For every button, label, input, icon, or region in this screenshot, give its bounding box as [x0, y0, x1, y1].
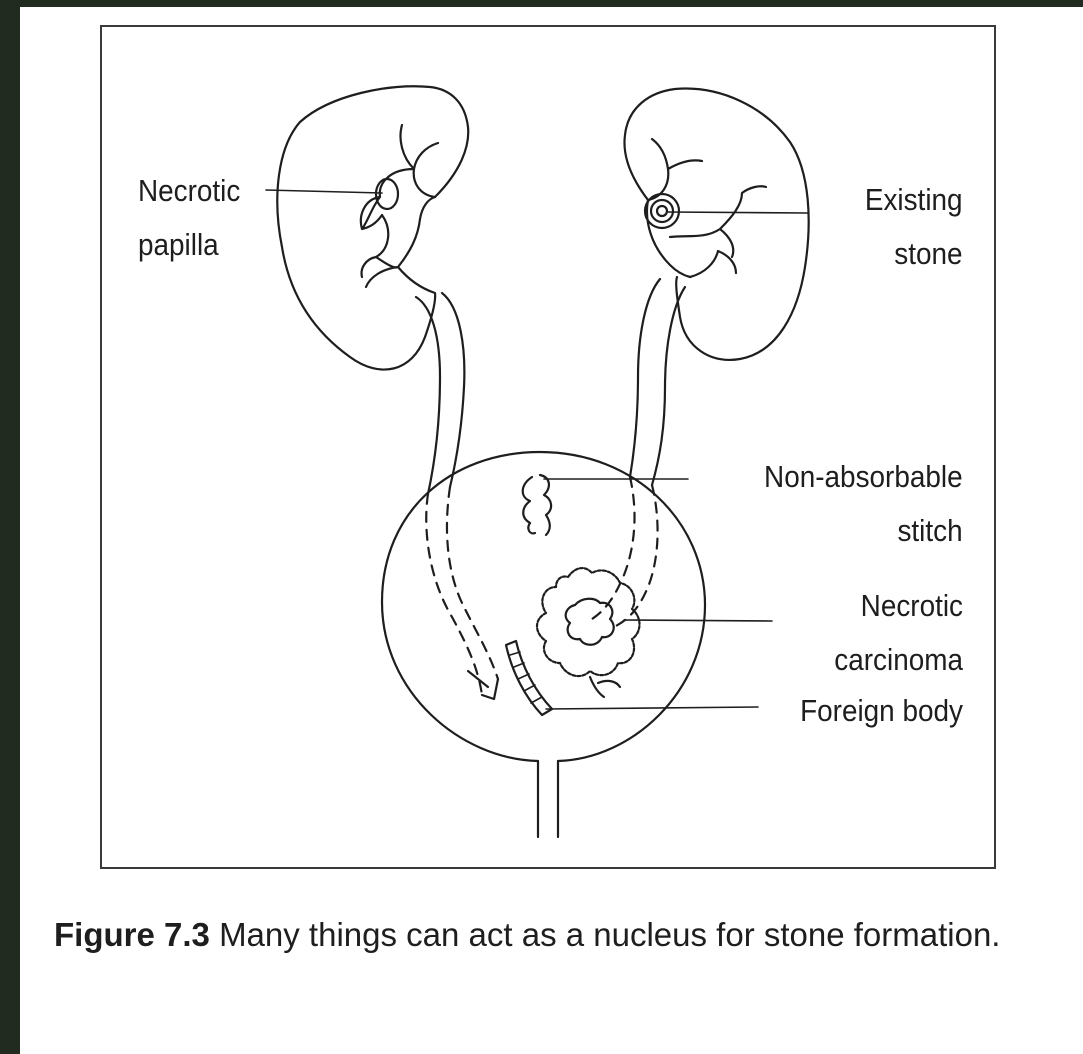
existing-stone-inner	[657, 206, 667, 216]
existing-stone-mid	[651, 200, 673, 222]
left-ureter-intramural	[426, 494, 482, 695]
label-non-absorbable-stitch: Non-absorbable stitch	[764, 450, 963, 558]
left-ureter-intramural-b	[447, 487, 498, 679]
right-ureter-intramural-b	[592, 477, 635, 619]
right-ureter-intramural	[614, 485, 658, 627]
leader-line-existing-stone	[668, 212, 808, 213]
label-necrotic-papilla: Necrotic papilla	[138, 164, 240, 272]
stitch-shape	[523, 475, 551, 535]
leader-line-necrotic-papilla	[266, 190, 382, 193]
label-necrotic-carcinoma: Necrotic carcinoma	[834, 579, 963, 687]
leader-line-foreign-body	[546, 707, 758, 709]
carcinoma-tail	[590, 677, 620, 697]
left-ureter-orifice	[468, 671, 498, 699]
left-calyces	[361, 125, 438, 277]
figure-number: Figure 7.3	[54, 916, 210, 953]
right-ureter	[630, 279, 685, 485]
left-renal-pelvis	[366, 197, 435, 287]
caption-text: Many things can act as a nucleus for sto…	[219, 916, 1000, 953]
urethra	[538, 761, 558, 837]
label-foreign-body: Foreign body	[800, 684, 963, 738]
left-ureter	[416, 293, 464, 494]
left-kidney	[277, 86, 468, 369]
document-page: Necrotic papilla Existing stone Non-abso…	[20, 7, 1083, 1054]
leader-line-carcinoma	[624, 620, 772, 621]
figure-caption: Figure 7.3 Many things can act as a nucl…	[54, 911, 1046, 959]
label-existing-stone: Existing stone	[865, 173, 963, 281]
